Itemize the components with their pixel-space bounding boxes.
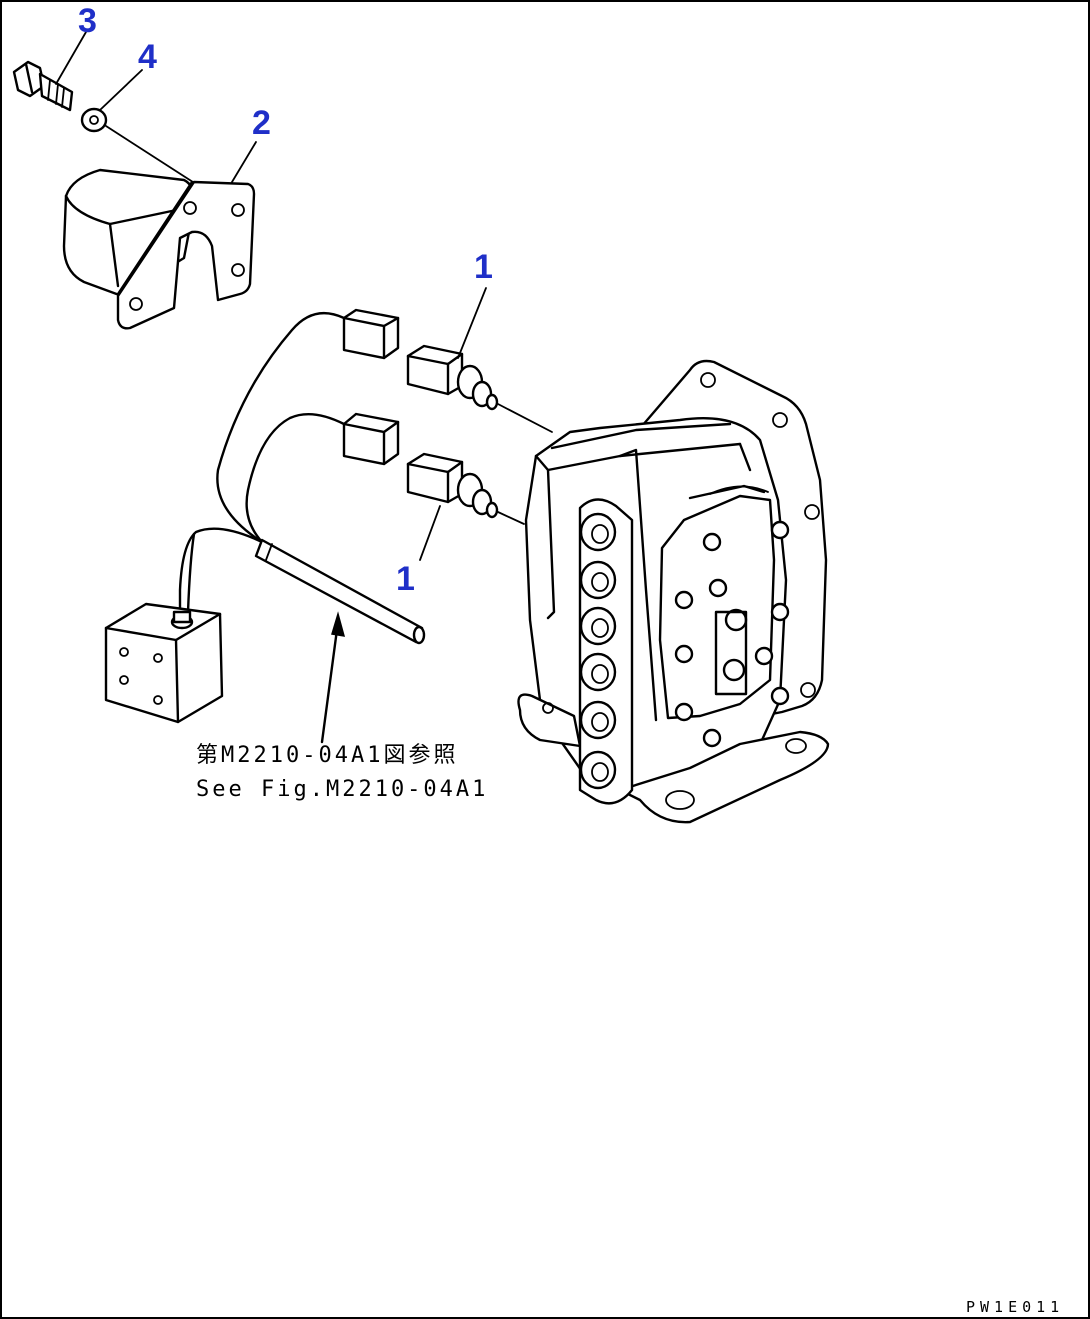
leader-line-3 — [55, 31, 87, 85]
callout-number-1-upper: 1 — [474, 248, 493, 286]
assembly-line-bolt — [105, 125, 197, 185]
sensor-part-1-lower — [406, 452, 499, 519]
leader-line-1-upper — [457, 287, 487, 359]
port-boss-1 — [579, 512, 617, 552]
drawing-code: PW1E011 — [966, 1298, 1064, 1316]
washer-part-4 — [80, 107, 108, 133]
port-boss-3 — [579, 606, 617, 646]
leader-line-4 — [99, 69, 143, 111]
control-valve-housing — [517, 359, 830, 824]
sensor-part-1-upper — [406, 344, 499, 411]
callout-number-3: 3 — [78, 2, 97, 40]
reference-arrow — [320, 611, 346, 744]
callout-number-2: 2 — [252, 104, 271, 142]
valve-face-bolts — [674, 520, 790, 748]
port-boss-6 — [579, 750, 617, 790]
reference-text-japanese: 第M2210-04A1図参照 — [196, 743, 458, 768]
assembly-line-sensor-upper — [497, 403, 553, 433]
upper-connector — [342, 308, 400, 360]
port-column — [578, 498, 634, 805]
callout-number-1-lower: 1 — [396, 560, 415, 598]
leader-line-2 — [231, 141, 257, 183]
reference-text-english: See Fig.M2210-04A1 — [196, 777, 488, 802]
port-boss-2 — [579, 560, 617, 600]
callout-number-4: 4 — [138, 38, 157, 76]
bracket-part-2 — [62, 168, 256, 330]
wire-harness — [178, 311, 426, 645]
lower-connector — [342, 412, 400, 466]
leader-line-1-lower — [419, 505, 441, 561]
bolt-part-3 — [12, 60, 74, 112]
controller-box — [104, 602, 224, 724]
port-boss-4 — [579, 652, 617, 692]
port-boss-5 — [579, 700, 617, 740]
assembly-line-sensor-lower — [497, 511, 525, 525]
